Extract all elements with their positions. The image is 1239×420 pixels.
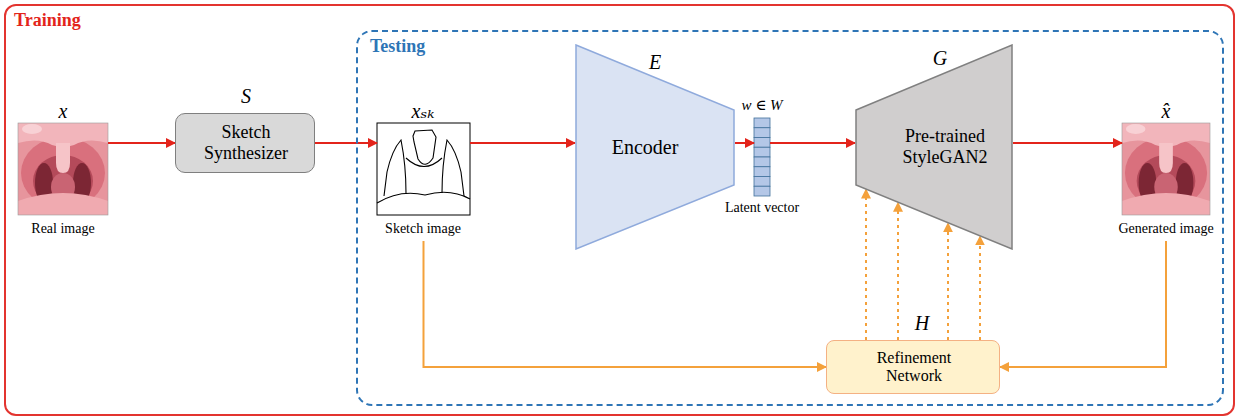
text-slot: H (915, 312, 929, 335)
flow-arrow (1013, 142, 1122, 144)
text-slot: Real image (31, 221, 94, 237)
text-slot: G (933, 47, 947, 70)
text-slot: xₛₖ (412, 100, 435, 123)
refinement-arrow (865, 190, 867, 340)
generated-photo (1122, 123, 1210, 215)
text-slot: x (59, 100, 68, 123)
text-slot: Training (14, 10, 81, 31)
caption: Real image (31, 221, 94, 237)
region-title: Testing (370, 36, 425, 57)
text-slot: E (649, 51, 661, 74)
math-symbol: x̂ (1162, 100, 1171, 123)
text-slot: w ∈ W (741, 97, 782, 114)
text-slot: S (241, 85, 251, 108)
real-photo (18, 123, 108, 215)
math-symbol: x (59, 100, 68, 123)
flow-arrow (735, 142, 754, 144)
caption: Latent vector (725, 200, 799, 216)
trapezoid-shape (856, 45, 1012, 249)
caption: Generated image (1118, 221, 1213, 237)
math-symbol: S (241, 85, 251, 108)
math-symbol: E (649, 51, 661, 74)
latent-vector: w ∈ WLatent vector (754, 96, 770, 220)
refinement-arrow (979, 236, 981, 340)
image-panel: xReal image (18, 99, 108, 241)
image-panel: x̂Generated image (1122, 99, 1210, 241)
box-label: Sketch Synthesizer (186, 122, 306, 163)
region-title: Training (14, 10, 81, 31)
flow-arrow (770, 142, 855, 144)
training-region: xₛₖSketch imageEEncoderw ∈ WLatent vecto… (4, 4, 1235, 416)
process-box: SSketch Synthesizer (175, 113, 315, 173)
text-slot: x̂ (1162, 100, 1171, 123)
flow-arrow (470, 142, 575, 144)
testing-region: xₛₖSketch imageEEncoderw ∈ WLatent vecto… (356, 30, 1224, 406)
refinement-box: HRefinement Network (826, 340, 1000, 394)
image-panel: xₛₖSketch image (377, 99, 470, 241)
refinement-arrow (947, 223, 949, 340)
caption: Sketch image (385, 221, 461, 237)
generator-trapezoid: G Pre-trained StyleGAN2 (855, 44, 1013, 250)
feedback-arrow (424, 241, 827, 367)
text-slot: Sketch image (385, 221, 461, 237)
text-slot: Encoder (612, 136, 679, 159)
math-symbol: H (915, 312, 929, 335)
math-symbol: xₛₖ (412, 100, 435, 123)
text-slot: Latent vector (725, 200, 799, 216)
sketch-drawing (377, 123, 470, 215)
box-label: Refinement Network (859, 349, 969, 386)
text-slot: Refinement Network (859, 349, 969, 386)
text-slot: Testing (370, 36, 425, 57)
math-symbol: w ∈ W (741, 97, 782, 114)
trapezoid-shape (576, 45, 734, 249)
text-slot: Pre-trained StyleGAN2 (890, 126, 1000, 167)
text-slot: Sketch Synthesizer (186, 122, 306, 163)
box-label: Encoder (612, 136, 679, 159)
latent-vector-cells (754, 118, 770, 196)
feedback-arrow (1000, 241, 1166, 367)
text-slot: Generated image (1118, 221, 1213, 237)
flow-arrow (108, 142, 175, 144)
box-label: Pre-trained StyleGAN2 (890, 126, 1000, 167)
refinement-arrow (897, 203, 899, 340)
flow-arrow (315, 142, 377, 144)
encoder-trapezoid: E Encoder (575, 44, 735, 250)
math-symbol: G (933, 47, 947, 70)
